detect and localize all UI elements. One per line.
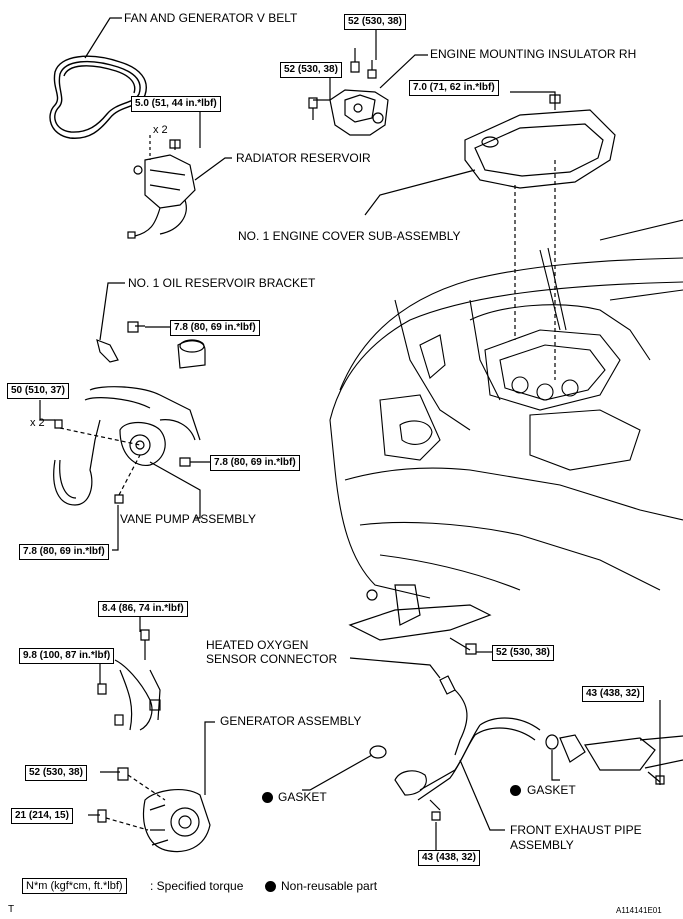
multiplier-reservoir: x 2: [153, 124, 168, 136]
label-generator: GENERATOR ASSEMBLY: [220, 714, 362, 728]
torque-mount-top: 52 (530, 38): [344, 14, 406, 30]
torque-bracket: 7.8 (80, 69 in.*lbf): [170, 320, 260, 336]
crossmember-drawing: [348, 584, 492, 655]
label-exhaust-line1: FRONT EXHAUST PIPE: [510, 823, 642, 837]
label-engine-cover: NO. 1 ENGINE COVER SUB-ASSEMBLY: [238, 229, 461, 243]
leader-heated-o2: [349, 657, 441, 679]
dashed-gen-2: [105, 817, 149, 831]
leader-oil-bracket: [99, 282, 125, 341]
label-gasket-left: GASKET: [278, 790, 327, 804]
leader-engine-mount: [379, 54, 428, 89]
torque-gen-21: 21 (214, 15): [11, 808, 73, 824]
nonreusable-dot-right: [510, 785, 521, 796]
multiplier-pump: x 2: [30, 417, 45, 429]
torque-gen-top: 8.4 (86, 74 in.*lbf): [98, 601, 188, 617]
legend-torque-text: : Specified torque: [150, 879, 244, 893]
radiator-reservoir-drawing: [127, 139, 196, 239]
leader-fan-belt: [84, 17, 122, 59]
label-exhaust-line2: ASSEMBLY: [510, 838, 574, 852]
leader-cover: [510, 91, 556, 100]
leader-pump-bottom: [112, 505, 119, 551]
fan-belt-drawing: [49, 55, 147, 139]
torque-exhaust-right: 43 (438, 32): [582, 686, 644, 702]
torque-mount-left: 52 (530, 38): [280, 62, 342, 78]
legend-dot: [265, 881, 276, 892]
torque-gen-52: 52 (530, 38): [25, 765, 87, 781]
torque-pump-right: 7.8 (80, 69 in.*lbf): [210, 455, 300, 471]
dashed-pump-1: [59, 427, 141, 446]
label-fan-belt: FAN AND GENERATOR V BELT: [124, 11, 298, 25]
label-heated-o2-line1: HEATED OXYGEN: [206, 638, 309, 652]
oil-bracket-drawing: [96, 321, 145, 363]
torque-crossmember: 52 (530, 38): [492, 645, 554, 661]
leader-gasket-right: [551, 750, 560, 781]
torque-gen-left: 9.8 (100, 87 in.*lbf): [19, 648, 115, 664]
legend-nonreusable: Non-reusable part: [281, 879, 378, 893]
label-radiator-reservoir: RADIATOR RESERVOIR: [236, 151, 371, 165]
torque-cover: 7.0 (71, 62 in.*lbf): [409, 80, 499, 96]
legend-torque-box: N*m (kgf*cm, ft.*lbf): [22, 878, 127, 894]
leader-radiator-reservoir: [194, 157, 232, 181]
label-gasket-right: GASKET: [527, 783, 576, 797]
leader-vane-pump: [149, 461, 201, 519]
leader-generator: [204, 721, 215, 795]
dashed-pump-2: [118, 454, 141, 496]
footer-left: T: [8, 904, 15, 915]
leader-pump-left: [39, 400, 55, 421]
engine-mount-drawing: [308, 48, 389, 136]
engine-cover-drawing: [464, 94, 616, 189]
label-vane-pump: VANE PUMP ASSEMBLY: [120, 512, 257, 526]
leader-reservoir-torque: [190, 107, 201, 148]
exhaust-pipe-drawing: [369, 675, 683, 821]
dashed-gen-1: [127, 774, 166, 801]
label-heated-o2-line2: SENSOR CONNECTOR: [206, 652, 338, 666]
torque-pump-bottom: 7.8 (80, 69 in.*lbf): [19, 544, 109, 560]
vane-pump-drawing: [53, 339, 206, 506]
nonreusable-dot-left: [262, 792, 273, 803]
leader-gasket-left: [302, 754, 373, 791]
torque-pump-left: 50 (510, 37): [7, 383, 69, 399]
label-oil-bracket: NO. 1 OIL RESERVOIR BRACKET: [128, 276, 316, 290]
leader-mount-left: [313, 72, 331, 101]
generator-drawing: [97, 629, 211, 853]
car-front-drawing: [329, 219, 683, 599]
footer-ref: A114141E01: [616, 906, 662, 915]
torque-reservoir: 5.0 (51, 44 in.*lbf): [131, 96, 221, 112]
torque-exhaust-bottom: 43 (438, 32): [418, 850, 480, 866]
label-engine-mount: ENGINE MOUNTING INSULATOR RH: [430, 47, 637, 61]
leader-engine-cover: [364, 169, 476, 216]
leader-exhaust: [459, 759, 505, 831]
